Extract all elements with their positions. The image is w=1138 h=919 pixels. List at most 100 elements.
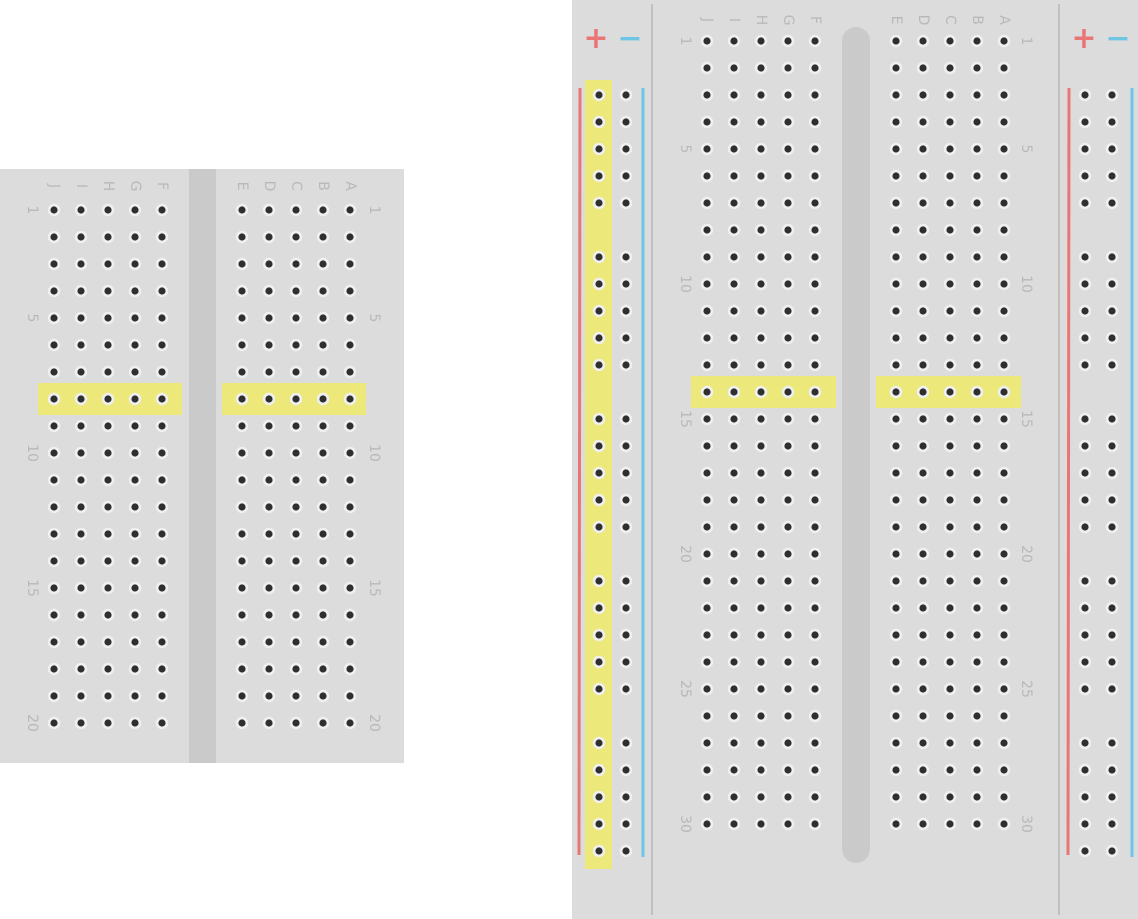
hole: [730, 658, 738, 666]
hole: [346, 692, 354, 700]
hole: [730, 442, 738, 450]
hole: [595, 307, 603, 315]
hole: [158, 476, 166, 484]
hole: [730, 118, 738, 126]
hole: [1000, 550, 1008, 558]
hole: [919, 820, 927, 828]
hole: [784, 415, 792, 423]
hole: [811, 550, 819, 558]
hole: [703, 820, 711, 828]
hole: [1000, 766, 1008, 774]
hole: [346, 395, 354, 403]
hole: [595, 793, 603, 801]
hole: [595, 415, 603, 423]
hole: [730, 361, 738, 369]
hole: [892, 685, 900, 693]
hole: [973, 469, 981, 477]
hole: [703, 172, 711, 180]
hole: [973, 631, 981, 639]
hole: [595, 739, 603, 747]
hole: [1000, 685, 1008, 693]
hole: [811, 361, 819, 369]
hole: [292, 530, 300, 538]
hole: [946, 172, 954, 180]
mini-row-label-right: 20: [366, 714, 382, 732]
hole: [730, 253, 738, 261]
hole: [973, 388, 981, 396]
hole: [703, 388, 711, 396]
mini-column-label: E: [234, 182, 250, 191]
hole: [1000, 145, 1008, 153]
hole: [784, 739, 792, 747]
half-column-label: C: [942, 15, 958, 25]
hole: [784, 658, 792, 666]
half-row-label-right: 30: [1018, 815, 1034, 833]
hole: [1000, 226, 1008, 234]
hole: [319, 719, 327, 727]
hole: [946, 496, 954, 504]
hole: [919, 37, 927, 45]
hole: [595, 766, 603, 774]
hole: [784, 793, 792, 801]
hole: [919, 64, 927, 72]
hole: [50, 476, 58, 484]
hole: [158, 314, 166, 322]
hole: [973, 37, 981, 45]
hole: [811, 37, 819, 45]
hole: [238, 206, 246, 214]
hole: [50, 449, 58, 457]
hole: [1108, 523, 1116, 531]
hole: [919, 226, 927, 234]
hole: [622, 253, 630, 261]
hole: [892, 415, 900, 423]
hole: [1081, 307, 1089, 315]
hole: [784, 226, 792, 234]
hole: [292, 719, 300, 727]
hole: [784, 442, 792, 450]
hole: [265, 314, 273, 322]
mini-column-label: D: [261, 181, 277, 192]
hole: [265, 665, 273, 673]
hole: [919, 361, 927, 369]
hole: [919, 91, 927, 99]
hole: [622, 280, 630, 288]
hole: [50, 233, 58, 241]
hole: [892, 604, 900, 612]
hole: [50, 611, 58, 619]
hole: [811, 334, 819, 342]
hole: [919, 253, 927, 261]
hole: [730, 604, 738, 612]
hole: [811, 253, 819, 261]
hole: [892, 307, 900, 315]
hole: [757, 91, 765, 99]
hole: [238, 368, 246, 376]
hole: [703, 280, 711, 288]
hole: [77, 368, 85, 376]
hole: [757, 388, 765, 396]
hole: [1000, 172, 1008, 180]
hole: [50, 314, 58, 322]
hole: [757, 793, 765, 801]
hole: [1081, 658, 1089, 666]
hole: [730, 712, 738, 720]
hole: [946, 442, 954, 450]
hole: [346, 476, 354, 484]
hole: [158, 584, 166, 592]
hole: [77, 260, 85, 268]
hole: [77, 692, 85, 700]
hole: [1000, 415, 1008, 423]
hole: [811, 226, 819, 234]
hole: [104, 584, 112, 592]
hole: [1108, 199, 1116, 207]
hole: [919, 469, 927, 477]
hole: [811, 496, 819, 504]
hole: [319, 395, 327, 403]
hole: [1081, 685, 1089, 693]
hole: [104, 530, 112, 538]
hole: [892, 226, 900, 234]
hole: [1000, 658, 1008, 666]
hole: [265, 611, 273, 619]
hole: [292, 422, 300, 430]
hole: [973, 145, 981, 153]
hole: [919, 334, 927, 342]
